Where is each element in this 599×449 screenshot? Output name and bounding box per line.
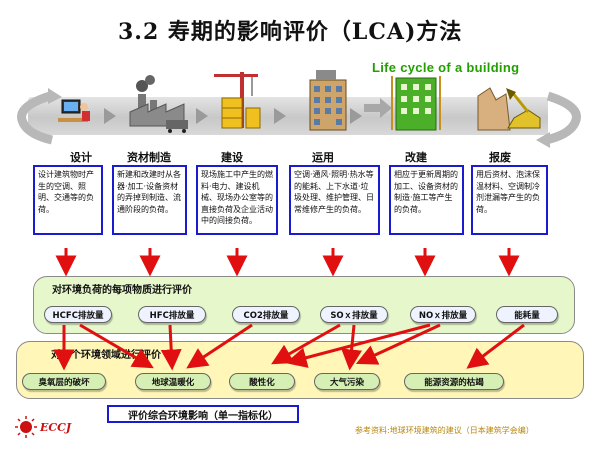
stage-label-demolition: 报废	[489, 151, 511, 164]
stage-label-operation: 运用	[312, 151, 334, 164]
stage-description-materials: 新建和改建时从各器·加工·设备资材的弄掉到制造、流通阶段的负荷。	[112, 165, 187, 235]
renovation-building-icon	[391, 76, 441, 131]
hfc-emission-item: HFC排放量	[138, 306, 206, 323]
stage-label-design: 设计	[70, 151, 92, 164]
stage-description-operation: 空调·通风·照明·热水等的能耗、上下水道·垃圾处理、维护管理、日常维修产生的负荷…	[289, 165, 380, 235]
design-computer-icon	[58, 99, 90, 122]
cycle-arrow-right	[536, 91, 581, 148]
stage-description-construction: 现场施工中产生的燃料·电力、建设机械、现场办公室等的直接负荷及企业活动中的间接负…	[196, 165, 278, 235]
crane-icon	[214, 72, 261, 129]
eccj-logo-text: ECCJ	[40, 421, 72, 434]
environment-evaluation-title: 对每个环境领域进行评价	[51, 350, 161, 361]
air-pollution-item: 大气污染	[314, 373, 380, 390]
load-evaluation-title: 对环境负荷的每项物质进行评价	[52, 285, 192, 296]
stage-description-demolition: 用后资材、泡沫保温材料、空调制冷剂泄漏等产生的负荷。	[471, 165, 548, 235]
demolition-icon	[477, 87, 541, 131]
nox-emission-item: NOｘ排放量	[410, 306, 476, 323]
office-building-icon	[309, 70, 347, 131]
stage-description-renovation: 相应于更新周期的加工、设备资材的制造·施工等产生的负荷。	[389, 165, 464, 235]
page-title: 3.2 寿期的影响评价（LCA)方法	[118, 19, 463, 45]
ozone-depletion-item: 臭氧层的破坏	[22, 373, 106, 390]
factory-icon	[129, 75, 188, 133]
sox-emission-item: SOｘ排放量	[320, 306, 388, 323]
energy-resource-depletion-item: 能源资源的枯竭	[404, 373, 504, 390]
acidification-item: 酸性化	[229, 373, 295, 390]
integrated-impact-evaluation-box: 评价综合环境影响（单一指标化）	[107, 405, 299, 423]
stage-label-construction: 建设	[221, 151, 243, 164]
hcfc-emission-item: HCFC排放量	[44, 306, 112, 323]
stage-label-renovation: 改建	[405, 151, 427, 164]
global-warming-item: 地球温暖化	[135, 373, 211, 390]
cycle-arrow-left	[17, 88, 62, 145]
stage-label-materials: 资材制造	[127, 151, 171, 164]
load-evaluation-group: 对环境负荷的每项物质进行评价	[33, 276, 575, 334]
stage-description-design: 设计建筑物时产生的空调、照明、交通等的负荷。	[33, 165, 103, 235]
reference-note: 参考资料:地球环境建筑的建议（日本建筑学会编）	[355, 426, 534, 435]
stage-chevron	[104, 98, 392, 124]
life-cycle-subtitle: Life cycle of a building	[372, 60, 520, 75]
co2-emission-item: CO2排放量	[232, 306, 300, 323]
eccj-sun-icon	[15, 416, 37, 438]
energy-consumption-item: 能耗量	[496, 306, 558, 323]
